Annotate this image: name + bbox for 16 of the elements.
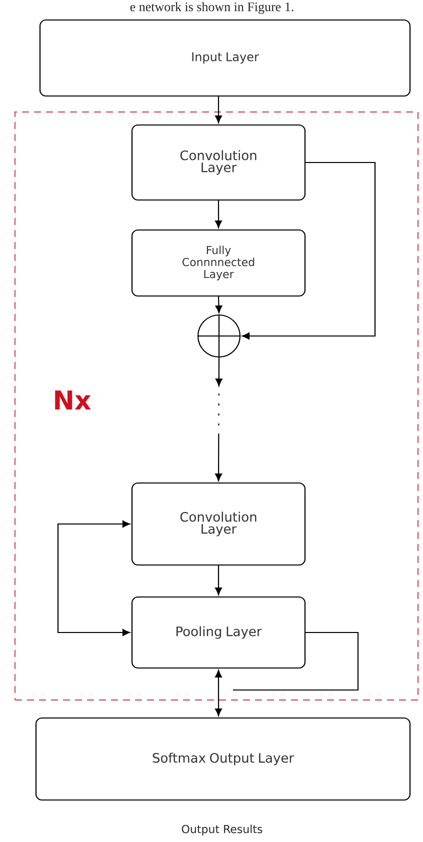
arrow — [215, 358, 222, 482]
layer-box: Convolution Layer — [131, 124, 306, 201]
layer-box: Softmax Output Layer — [35, 717, 411, 801]
arrow — [215, 566, 222, 596]
arrow — [215, 296, 222, 314]
text-label: Output Results — [182, 824, 262, 836]
layer-box: Convolution Layer — [131, 482, 306, 566]
arrow — [57, 520, 130, 636]
arrow — [215, 200, 222, 228]
arrow — [215, 670, 222, 716]
sum-circle — [197, 314, 241, 358]
layer-box: Fully Connnnected Layer — [131, 229, 306, 297]
arrow — [242, 162, 376, 340]
arrow — [215, 96, 222, 124]
layer-box: Pooling Layer — [131, 596, 306, 669]
layer-box: Input Layer — [39, 19, 411, 97]
